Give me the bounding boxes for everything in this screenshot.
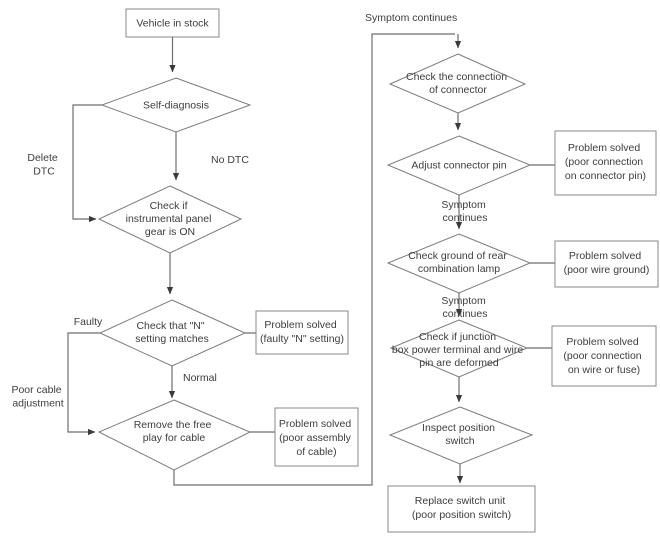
- edge-label-normal: Normal: [183, 372, 217, 384]
- node-problem-solved-wire-fuse: Problem solved (poor connection on wire …: [551, 325, 657, 387]
- edge-faulty-poor-cable-loop: [67, 332, 100, 436]
- node-replace-switch-unit: Replace switch unit (poor position switc…: [387, 485, 536, 533]
- node-adjust-connector-pin: Adjust connector pin: [386, 135, 532, 196]
- node-adjust-connector-pin-label: Adjust connector pin: [411, 159, 506, 171]
- node-inspect-position-switch: Inspect position switch: [388, 406, 534, 465]
- node-check-connector: Check the connection of connector: [388, 53, 527, 114]
- node-problem-solved-n-setting: Problem solved (faulty "N" setting): [255, 310, 349, 355]
- node-check-connector-label: Check the connection of connector: [406, 71, 510, 96]
- node-problem-solved-wire-fuse-label: Problem solved (poor connection on wire …: [563, 336, 644, 376]
- node-problem-solved-connector-pin-label: Problem solved (poor connection on conne…: [565, 142, 646, 182]
- node-problem-solved-poor-assembly: Problem solved (poor assembly of cable): [274, 407, 359, 467]
- node-problem-solved-connector-pin: Problem solved (poor connection on conne…: [554, 130, 657, 196]
- node-remove-free-play: Remove the free play for cable: [97, 399, 252, 471]
- node-check-n-setting-label: Check that "N" setting matches: [135, 320, 209, 345]
- node-problem-solved-n-setting-label: Problem solved (faulty "N" setting): [260, 319, 344, 345]
- node-replace-switch-unit-label: Replace switch unit (poor position switc…: [412, 495, 511, 521]
- node-check-ground-label: Check ground of rear combination lamp: [408, 250, 510, 275]
- node-check-junction-box-label: Check if junction box power terminal and…: [392, 331, 526, 369]
- node-check-ground: Check ground of rear combination lamp: [386, 233, 532, 294]
- edge-label-symptom-continues-1: Symptom continues: [441, 199, 488, 224]
- node-problem-solved-poor-assembly-label: Problem solved (poor assembly of cable): [279, 418, 354, 458]
- edge-delete-dtc-loop: [72, 104, 102, 223]
- node-check-junction-box: Check if junction box power terminal and…: [389, 319, 529, 378]
- edge-label-delete-dtc: Delete DTC: [27, 152, 60, 178]
- node-check-instrument-panel: Check if instrumental panel gear is ON: [97, 185, 243, 254]
- node-check-n-setting: Check that "N" setting matches: [98, 299, 247, 367]
- edge-label-poor-cable-adjustment: Poor cable adjustment: [11, 384, 64, 410]
- node-check-instrument-panel-label: Check if instrumental panel gear is ON: [126, 200, 215, 238]
- node-vehicle-in-stock: Vehicle in stock: [125, 8, 220, 38]
- node-problem-solved-wire-ground: Problem solved (poor wire ground): [554, 240, 659, 288]
- node-inspect-position-switch-label: Inspect position switch: [422, 422, 498, 447]
- edge-label-symptom-continues-entry: Symptom continues: [365, 12, 457, 24]
- edge-label-faulty: Faulty: [74, 316, 103, 328]
- node-problem-solved-wire-ground-label: Problem solved (poor wire ground): [564, 250, 650, 276]
- node-self-diagnosis-label: Self-diagnosis: [143, 99, 209, 111]
- node-vehicle-in-stock-label: Vehicle in stock: [136, 17, 209, 29]
- edge-left-bottom-to-right-entry: [173, 33, 455, 486]
- node-self-diagnosis: Self-diagnosis: [100, 77, 252, 133]
- edge-label-symptom-continues-2: Symptom continues: [441, 295, 488, 320]
- edge-label-no-dtc: No DTC: [211, 154, 249, 166]
- node-remove-free-play-label: Remove the free play for cable: [134, 419, 215, 444]
